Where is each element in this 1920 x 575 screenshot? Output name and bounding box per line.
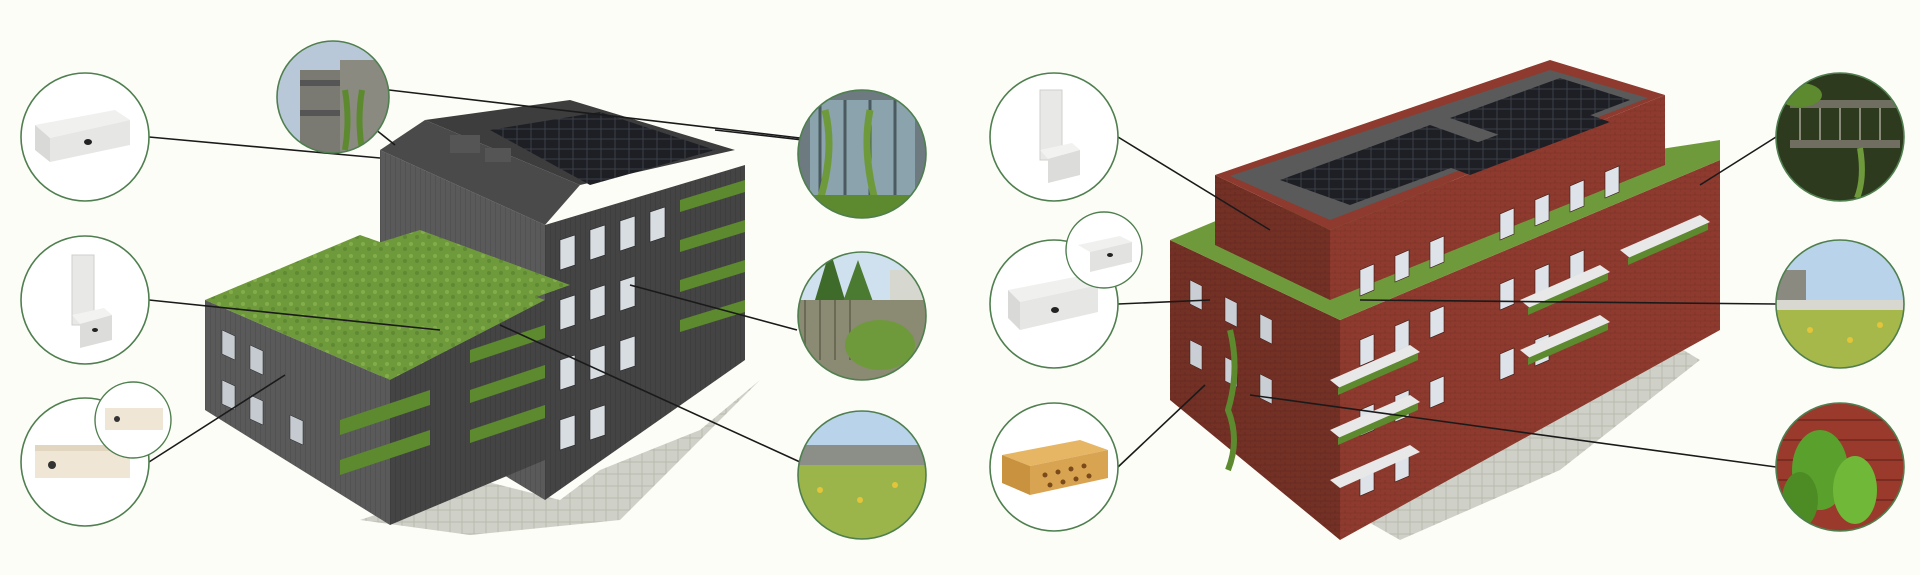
red-brick-building	[1170, 60, 1720, 540]
bat-box-tower-icon	[1039, 89, 1080, 183]
paving	[360, 380, 760, 535]
roof-terrace	[380, 120, 580, 225]
plinth-front-face	[1170, 240, 1340, 540]
meadow-roof-photo-2-callout	[1775, 239, 1905, 369]
front-windows	[1189, 279, 1273, 405]
insect-brick-callout	[989, 402, 1119, 532]
leader-lines	[148, 89, 1777, 468]
garden-photo-callout	[797, 251, 927, 381]
bird-box-pair-2-callout	[989, 211, 1143, 369]
lower-block-right	[390, 300, 545, 525]
insect-hotel-brick-icon	[1002, 440, 1108, 495]
climbing-plant	[1224, 329, 1238, 472]
climber-leaves-photo-callout	[1775, 402, 1905, 532]
dark-timber-building	[205, 100, 760, 535]
bat-tower-2-callout	[989, 72, 1119, 202]
upper-front-face	[1215, 175, 1330, 300]
climbing-plants-photo-callout	[276, 40, 390, 154]
lower-balconies	[340, 325, 545, 475]
bird-nest-box-icon	[35, 110, 130, 162]
green-facade-photo-icon	[798, 90, 926, 218]
green-facade-photo-callout	[797, 89, 927, 219]
climbing-facade-photo-icon	[277, 41, 389, 153]
upper-right-face	[1330, 95, 1665, 300]
rooftop-unit	[450, 135, 480, 153]
windows	[559, 206, 666, 451]
lower-windows	[221, 329, 304, 446]
solar-panels-right-2	[1450, 78, 1630, 142]
brick-balconies	[1330, 215, 1710, 488]
bird-box-roof-callout	[20, 72, 150, 202]
balcony-photo-callout	[1775, 72, 1905, 202]
solar-panels-right-3	[1430, 108, 1610, 175]
planted-balconies	[680, 180, 745, 332]
bird-box-pair-callout	[20, 381, 172, 527]
climber-leaves-photo-icon	[1776, 403, 1904, 531]
tower-right-face	[545, 165, 745, 500]
meadow-roof-photo-callout	[797, 410, 927, 540]
bird-box-pair-icon	[35, 445, 130, 478]
solar-panels-right	[1280, 125, 1500, 205]
planted-balcony-photo-icon	[1776, 73, 1904, 201]
green-roof-middle	[355, 230, 570, 310]
bird-box-pair-icon	[1008, 275, 1098, 330]
bat-box-tower-icon	[71, 254, 112, 348]
bat-tower-callout	[20, 235, 150, 365]
solar-panels	[490, 112, 715, 185]
rooftop-unit	[485, 148, 511, 162]
